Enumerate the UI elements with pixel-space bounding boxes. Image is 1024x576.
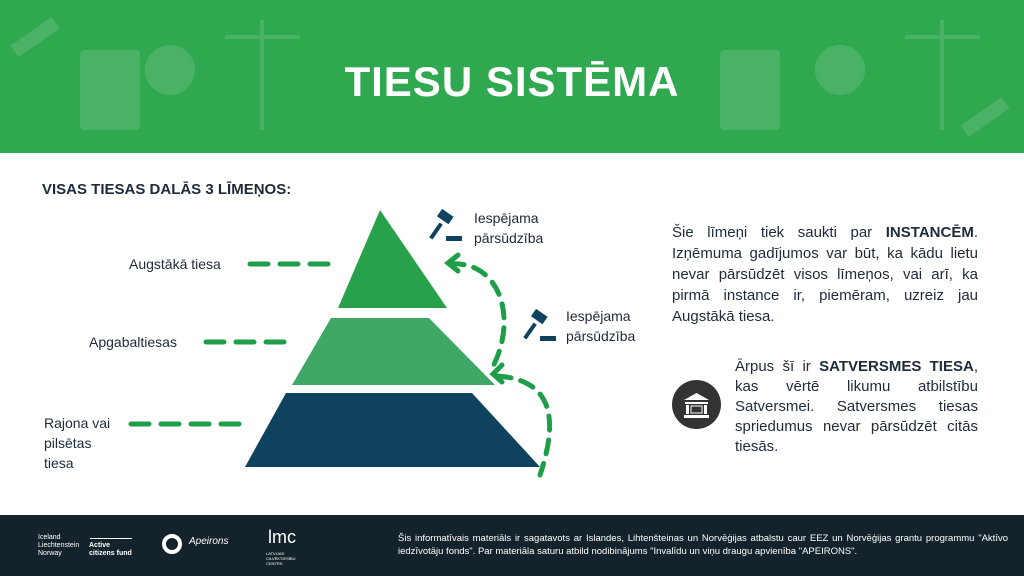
arrowhead <box>489 362 505 385</box>
divider <box>90 538 132 539</box>
appeal-label-lower: Iespējama pārsūdzība <box>566 306 635 346</box>
diagram-subtitle: VISAS TIESAS DALĀS 3 LĪMEŅOS: <box>42 181 292 198</box>
text: . Izņēmuma gadījumos var būt, ka kādu li… <box>672 224 978 325</box>
arrowhead <box>443 252 461 274</box>
label-supreme-court: Augstākā tiesa <box>129 256 221 272</box>
text: Ārpus šī ir <box>735 358 820 375</box>
tier-regional-courts <box>292 318 495 385</box>
label-line: Iespējama <box>566 308 631 324</box>
logo-text: Active <box>89 542 111 549</box>
constitutional-court-paragraph: Ārpus šī ir SATVERSMES TIESA, kas vērtē … <box>735 357 978 457</box>
courthouse-icon <box>672 380 721 429</box>
label-line: pilsētas <box>44 435 92 451</box>
funding-note: Šis informatīvais materiāls ir sagatavot… <box>398 533 1008 557</box>
label-line: Rajona vai <box>44 415 111 431</box>
tier-supreme-court <box>338 210 447 308</box>
label-line: tiesa <box>44 455 74 471</box>
appeal-label-upper: Iespējama pārsūdzība <box>474 208 543 248</box>
gavel-icon <box>429 208 462 241</box>
text-bold: INSTANCĒM <box>885 224 974 241</box>
apeirons-logo-text: Apeirons <box>189 536 229 547</box>
logo-text: Liechtenstein <box>38 542 80 549</box>
label-line: pārsūdzība <box>566 328 636 344</box>
tier-district-courts <box>245 393 540 467</box>
appeal-arrow-upper <box>447 261 507 375</box>
logo-text: Norway <box>38 550 62 557</box>
logo-text: Iceland <box>38 534 61 541</box>
instances-paragraph: Šie līmeņi tiek saukti par INSTANCĒM. Iz… <box>672 222 978 327</box>
footer: Iceland Liechtenstein Norway Active citi… <box>0 515 1024 576</box>
lmc-logo-subtitle: LATVIJAS CILVĒKTIESĪBU CENTRS <box>266 551 296 566</box>
label-line: pārsūdzība <box>474 230 544 246</box>
active-citizens-fund-logo: Active citizens fund <box>89 542 132 558</box>
label-regional-courts: Apgabaltiesas <box>89 334 177 350</box>
label-district-courts: Rajona vai pilsētas tiesa <box>44 413 110 473</box>
header-banner: TIESU SISTĒMA <box>0 0 1024 153</box>
page-title: TIESU SISTĒMA <box>344 58 680 105</box>
apeirons-logo-icon <box>162 534 182 554</box>
label-line: Iespējama <box>474 210 539 226</box>
lmc-logo: lmc <box>268 527 296 547</box>
text: , kas vērtē likumu atbilstību Satversmei… <box>735 358 978 455</box>
gavel-icon <box>523 308 556 341</box>
logo-text: citizens fund <box>89 550 132 557</box>
legal-icons-pattern <box>10 16 1010 138</box>
text-bold: SATVERSMES TIESA <box>819 358 974 375</box>
eea-grants-logo: Iceland Liechtenstein Norway <box>38 534 79 558</box>
text: Šie līmeņi tiek saukti par <box>672 224 886 241</box>
